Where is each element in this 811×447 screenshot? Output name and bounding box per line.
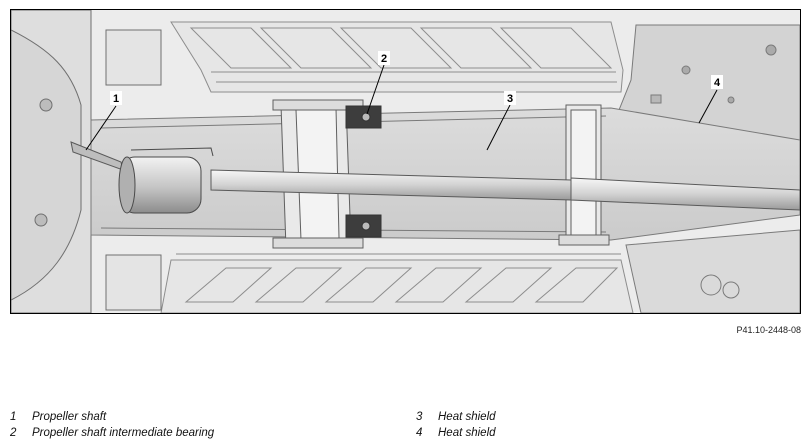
legend-number: 2 (10, 427, 17, 439)
legend-label: Propeller shaft (32, 411, 107, 423)
exhaust-can (118, 147, 214, 214)
callout-leaders (85, 64, 718, 151)
callout-3-bg (504, 91, 516, 105)
legend-item: 2 Propeller shaft intermediate bearing (10, 425, 214, 441)
leader-4 (698, 89, 718, 124)
legend-item: 4 Heat shield (416, 425, 496, 441)
legend-number: 4 (416, 427, 423, 439)
callout-4: 4 (714, 77, 721, 89)
callout-1-bg (110, 91, 122, 105)
figure-frame: 1 2 3 4 (10, 9, 801, 314)
leader-1 (85, 105, 117, 151)
figure-reference-code: P41.10-2448-08 (736, 325, 801, 335)
legend-right-column: 3 Heat shield 4 Heat shield (416, 409, 496, 441)
rear-crossmember (558, 104, 610, 246)
legend-left-column: 1 Propeller shaft 2 Propeller shaft inte… (10, 409, 214, 441)
upper-floor-pan (170, 21, 624, 93)
lower-floor-pan (160, 253, 634, 313)
legend-number: 1 (10, 411, 17, 423)
underbody-illustration: 1 2 3 4 (11, 10, 800, 313)
callout-3: 3 (507, 93, 513, 105)
leader-3 (486, 104, 511, 151)
callout-2-bg (378, 51, 390, 65)
callout-4-bg (711, 75, 723, 89)
legend-label: Heat shield (438, 427, 496, 439)
intermediate-bearing (345, 105, 382, 238)
leader-2 (366, 64, 385, 115)
legend-item: 3 Heat shield (416, 409, 496, 425)
legend-label: Heat shield (438, 411, 496, 423)
callout-2: 2 (381, 53, 387, 65)
front-left-structure (11, 10, 162, 313)
legend-number: 3 (416, 411, 423, 423)
propeller-shaft (70, 141, 800, 211)
callout-1: 1 (113, 93, 119, 105)
legend-label: Propeller shaft intermediate bearing (32, 427, 215, 439)
legend-item: 1 Propeller shaft (10, 409, 214, 425)
